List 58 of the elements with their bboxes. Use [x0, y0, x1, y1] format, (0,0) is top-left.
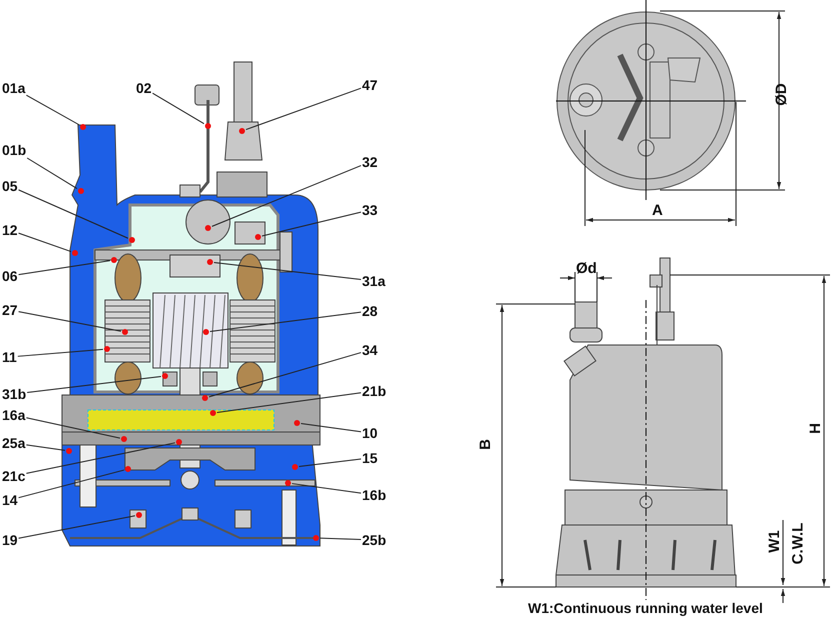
point-marker: [205, 123, 211, 129]
callout-number: 01b: [2, 142, 26, 158]
leader-line: [26, 376, 162, 393]
callout-number: 10: [362, 425, 378, 441]
leader-line: [320, 538, 362, 540]
leader-line: [18, 189, 128, 239]
leader-line: [18, 232, 72, 252]
leader-line: [26, 94, 80, 126]
callout-number: 06: [2, 268, 18, 284]
leader-line: [26, 158, 78, 190]
leader-line: [216, 392, 362, 413]
callout-number: 12: [2, 222, 18, 238]
leader-line: [210, 312, 362, 332]
callout-number: 34: [362, 342, 378, 358]
leader-line: [300, 423, 362, 432]
callout-number: 32: [362, 154, 378, 170]
dimension-label: H: [806, 423, 824, 434]
callout-number: 28: [362, 303, 378, 319]
leader-line: [262, 212, 362, 237]
callout-number: 14: [2, 492, 18, 508]
callout-number: 47: [362, 77, 378, 93]
leader-line: [18, 311, 122, 332]
leader-line: [26, 417, 120, 439]
callout-number: 27: [2, 302, 18, 318]
leader-line: [212, 165, 362, 227]
dimension-label: A: [652, 202, 663, 219]
callout-number: 31b: [2, 386, 26, 402]
leader-line: [292, 483, 362, 494]
callout-number: 21c: [2, 468, 26, 484]
dimension-label: Ød: [576, 260, 597, 277]
caption-text: W1:Continuous running water level: [528, 600, 763, 617]
dimension-label: C.W.L: [789, 522, 806, 564]
callout-number: 19: [2, 532, 18, 548]
leader-line: [298, 458, 362, 468]
dimension-label: B: [476, 439, 494, 450]
callout-number: 11: [2, 349, 17, 365]
callout-number: 02: [136, 80, 152, 96]
callout-number: 01a: [2, 80, 26, 96]
callout-number: 16a: [2, 407, 26, 423]
callout-number: 25a: [2, 435, 26, 451]
point-marker: [80, 124, 86, 130]
callout-number: 33: [362, 202, 378, 218]
leader-line: [214, 262, 362, 280]
leader-line: [17, 348, 104, 357]
callout-number: 05: [2, 178, 18, 194]
callout-number: 25b: [362, 532, 386, 548]
callout-number: 31a: [362, 273, 386, 289]
leader-line: [208, 352, 362, 398]
dimension-label: W1: [766, 530, 783, 553]
leader-line: [26, 444, 66, 451]
leader-line: [18, 515, 136, 539]
callout-number: 21b: [362, 383, 386, 399]
callout-number: 15: [362, 450, 378, 466]
callout-number: 16b: [362, 487, 386, 503]
leader-line: [26, 442, 176, 474]
leader-line: [152, 92, 204, 124]
dimension-label: ØD: [772, 83, 790, 106]
leader-line: [18, 470, 124, 498]
